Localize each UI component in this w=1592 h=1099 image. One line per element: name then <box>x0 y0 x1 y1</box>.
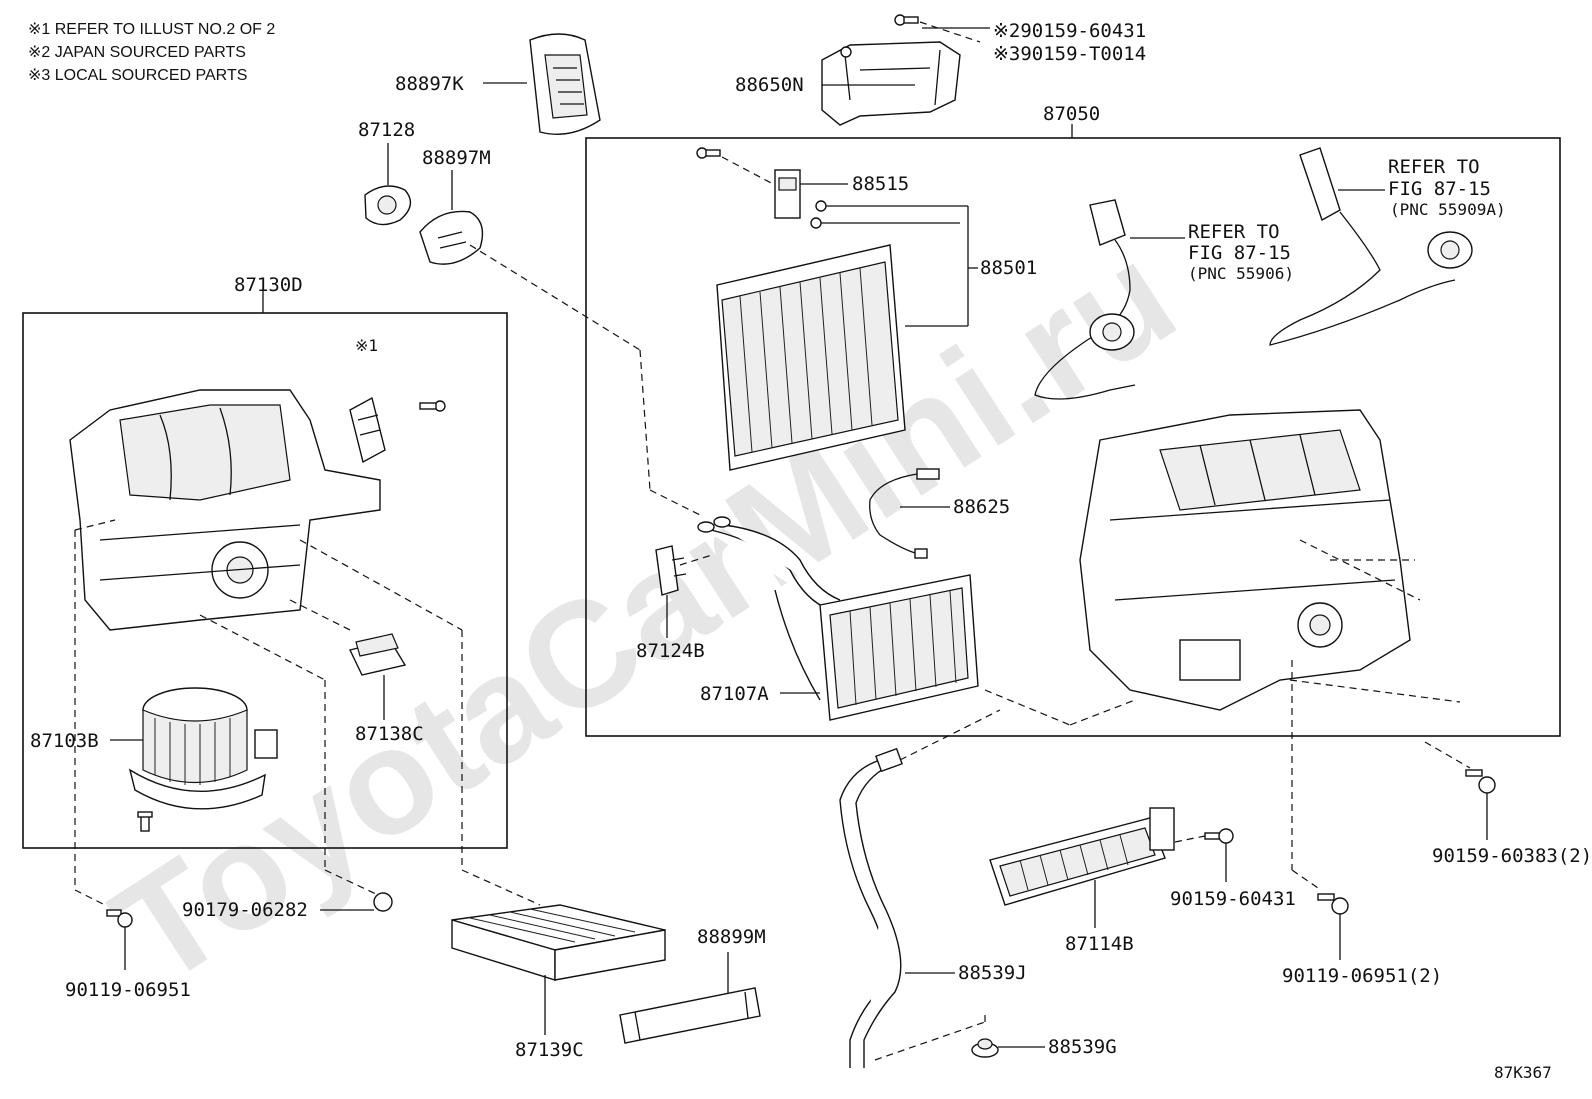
label-87138C: 87138C <box>355 723 424 745</box>
bolt-90159-60431-top <box>894 14 919 26</box>
actuator-55909A <box>1269 147 1473 346</box>
label-88897K: 88897K <box>395 73 464 95</box>
refer-1-line3: (PNC 55906) <box>1188 264 1294 283</box>
sensor-88625 <box>869 468 940 559</box>
label-87128: 87128 <box>358 119 415 141</box>
label-87114B: 87114B <box>1065 933 1134 955</box>
bracket-88650N <box>821 41 961 126</box>
filter-87139C <box>451 904 666 981</box>
grille-88897M <box>419 210 484 265</box>
label-88515: 88515 <box>852 173 909 195</box>
label-88897M: 88897M <box>422 147 491 169</box>
bolt-88515 <box>696 147 721 159</box>
clip-90179-06282 <box>373 892 393 912</box>
screw-87103B <box>137 811 153 832</box>
label-87103B: 87103B <box>30 730 99 752</box>
label-90159-60383: 90159-60383(2) <box>1432 845 1592 867</box>
screw-87130D <box>419 400 446 412</box>
bracket-87138C <box>348 633 407 676</box>
evaporator-88501 <box>716 244 906 471</box>
heater-87114B <box>989 807 1175 906</box>
note-2: ※2 JAPAN SOURCED PARTS <box>28 44 246 61</box>
refer-1-line2: FIG 87-15 <box>1188 242 1291 264</box>
label-90179-06282: 90179-06282 <box>182 899 308 921</box>
bolt-90119-06951-2 <box>1317 893 1349 915</box>
resistor-assembly-1 <box>349 396 386 464</box>
figure-code: 87K367 <box>1494 1063 1552 1082</box>
label-88539G: 88539G <box>1048 1036 1117 1058</box>
refer-2-line2: FIG 87-15 <box>1388 178 1491 200</box>
bolt-90159-60431 <box>1204 828 1234 844</box>
label-88650N: 88650N <box>735 74 804 96</box>
label-90159-60431: 90159-60431 <box>1170 888 1296 910</box>
actuator-55906 <box>1034 199 1136 400</box>
label-90119-06951-2: 90119-06951(2) <box>1282 965 1442 987</box>
label-87050: 87050 <box>1043 103 1100 125</box>
cover-88899M <box>619 987 761 1044</box>
label-88625: 88625 <box>953 496 1010 518</box>
heater-core-87107A <box>697 516 979 721</box>
refer-1-line1: REFER TO <box>1188 221 1280 243</box>
label-90159-60431-jp: ※290159-60431 <box>993 20 1146 42</box>
label-87107A: 87107A <box>700 683 769 705</box>
label-87124B: 87124B <box>636 640 705 662</box>
note-1: ※1 REFER TO ILLUST NO.2 OF 2 <box>28 21 275 38</box>
clip-87124B <box>655 545 687 596</box>
blower-motor-87103B <box>128 687 278 810</box>
hvac-unit-87050 <box>1079 409 1411 711</box>
assembly-marker: ※1 <box>355 336 378 355</box>
refer-2-line3: (PNC 55909A) <box>1390 200 1506 219</box>
refer-2-line1: REFER TO <box>1388 156 1480 178</box>
grommet-88539G <box>971 1038 999 1058</box>
label-90119-06951: 90119-06951 <box>65 979 191 1001</box>
label-90159-T0014: ※390159-T0014 <box>993 43 1146 65</box>
label-88501: 88501 <box>980 257 1037 279</box>
frame-87130D <box>22 312 508 849</box>
sensor-88515 <box>774 169 801 219</box>
bolt-90159-60383 <box>1465 769 1496 794</box>
label-88899M: 88899M <box>697 926 766 948</box>
note-3: ※3 LOCAL SOURCED PARTS <box>28 67 247 84</box>
label-88539J: 88539J <box>958 962 1027 984</box>
frame-87050 <box>585 137 1561 737</box>
blower-housing-87130D <box>69 389 381 631</box>
label-87130D: 87130D <box>234 274 303 296</box>
grille-88897K <box>529 33 601 135</box>
seal-87128 <box>364 185 412 226</box>
drain-hose-88539J <box>839 747 903 1068</box>
label-87139C: 87139C <box>515 1039 584 1061</box>
